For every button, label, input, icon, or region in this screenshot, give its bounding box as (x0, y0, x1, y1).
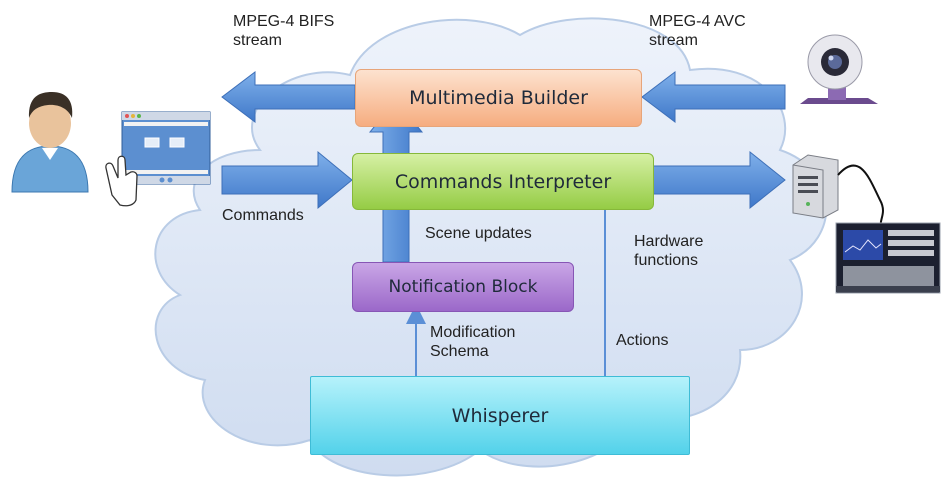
webcam-icon (800, 34, 878, 104)
hardware-functions-label: Hardware functions (634, 233, 704, 269)
touch-interface-icon (105, 111, 211, 207)
scene-updates-label: Scene updates (425, 225, 532, 242)
arrow-webcam-to-builder (641, 70, 786, 124)
actions-label: Actions (616, 332, 669, 349)
user-icon (11, 92, 89, 193)
commands-label: Commands (222, 207, 304, 224)
arrow-interpreter-to-server (651, 150, 786, 210)
bifs-stream-label: MPEG-4 BIFS stream (233, 13, 335, 49)
multimedia-builder-label: Multimedia Builder (409, 87, 588, 109)
whisperer-label: Whisperer (451, 404, 549, 427)
arrow-builder-to-user (221, 70, 356, 124)
notification-block-label: Notification Block (388, 277, 538, 297)
notification-block: Notification Block (352, 262, 574, 312)
multimedia-builder-block: Multimedia Builder (355, 69, 642, 127)
arrow-user-to-interpreter (221, 150, 353, 210)
commands-interpreter-label: Commands Interpreter (394, 170, 612, 193)
avc-stream-label: MPEG-4 AVC stream (649, 13, 746, 49)
whisperer-block: Whisperer (310, 376, 690, 455)
cloud-background (154, 17, 828, 477)
commands-interpreter-block: Commands Interpreter (352, 153, 654, 210)
instrument-icon (835, 222, 941, 294)
modification-schema-label: Modification Schema (430, 324, 516, 360)
